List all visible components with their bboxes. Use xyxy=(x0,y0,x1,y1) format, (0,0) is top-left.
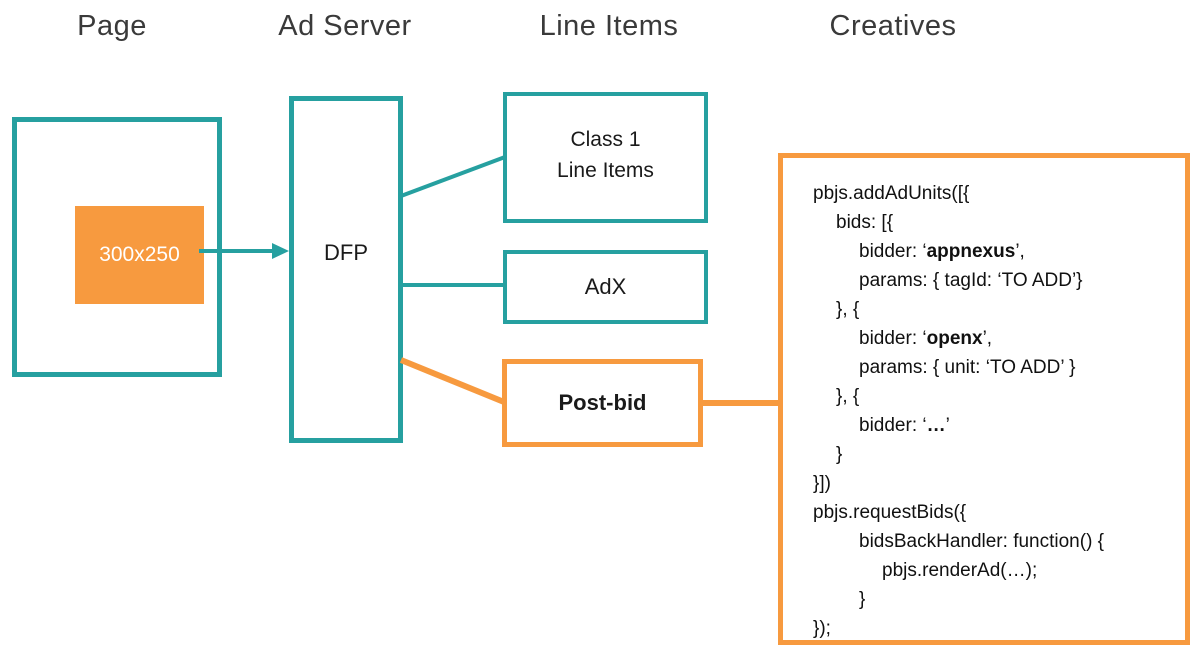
dfp-box: DFP xyxy=(289,96,403,443)
ad-slot-box: 300x250 xyxy=(75,206,204,304)
class1-label-line2: Line Items xyxy=(557,158,654,182)
connector-dfp-to-postbid xyxy=(399,357,506,405)
code-line: }]) xyxy=(813,473,831,494)
column-header-creatives: Creatives xyxy=(829,10,957,42)
creatives-code-box: pbjs.addAdUnits([{ bids: [{ bidder: ‘appne… xyxy=(778,153,1190,645)
code-line: params: { unit: ‘TO ADD’ } xyxy=(859,357,1076,378)
adx-label: AdX xyxy=(584,274,627,299)
page-box: 300x250 xyxy=(12,117,222,377)
code-line: bids: [{ xyxy=(836,212,894,233)
connector-dfp-to-class1 xyxy=(400,155,506,198)
code-snippet: pbjs.addAdUnits([{ bids: [{ bidder: ‘appne… xyxy=(783,158,1185,643)
code-line: } xyxy=(859,589,866,610)
code-line: } xyxy=(836,444,843,465)
postbid-label: Post-bid xyxy=(558,390,647,415)
code-line: pbjs.addAdUnits([{ xyxy=(813,183,970,204)
code-line: params: { tagId: ‘TO ADD’} xyxy=(859,270,1083,291)
code-line: bidder: ‘openx’, xyxy=(859,328,993,349)
code-line: }, { xyxy=(836,299,860,320)
column-header-page: Page xyxy=(77,10,147,42)
column-header-line-items: Line Items xyxy=(539,10,679,42)
code-line: bidder: ‘appnexus’, xyxy=(859,241,1025,262)
class1-line-items-box: Class 1 Line Items xyxy=(503,92,708,223)
class1-line-items-label: Class 1 Line Items xyxy=(557,124,654,186)
code-line: bidder: ‘…’ xyxy=(859,415,950,436)
dfp-label: DFP xyxy=(324,239,368,265)
ad-slot-label: 300x250 xyxy=(99,243,180,266)
code-line: }, { xyxy=(836,386,860,407)
code-line: pbjs.requestBids({ xyxy=(813,502,967,523)
code-line: pbjs.renderAd(…); xyxy=(882,560,1038,581)
adx-box: AdX xyxy=(503,250,708,324)
postbid-box: Post-bid xyxy=(502,359,703,447)
code-line: }); xyxy=(813,618,831,639)
arrow-adslot-to-dfp-head xyxy=(272,243,289,259)
class1-label-line1: Class 1 xyxy=(570,127,641,151)
column-header-ad-server: Ad Server xyxy=(278,10,412,42)
code-line: bidsBackHandler: function() { xyxy=(859,531,1105,552)
